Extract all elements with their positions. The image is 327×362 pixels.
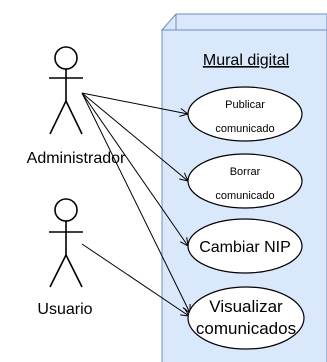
association-admin-borrar[interactable]: [81, 92, 188, 181]
actor-label-administrador: Administrador: [27, 150, 126, 167]
actor-administrador[interactable]: Administrador: [27, 46, 126, 167]
use-case-ellipse: [187, 86, 303, 142]
use-case-ellipse: [187, 218, 303, 274]
actor-label-usuario: Usuario: [37, 301, 92, 318]
use-case-cambiar-nip[interactable]: Cambiar NIP: [187, 218, 303, 274]
use-case-label-line1: Borrar: [230, 166, 261, 178]
system-boundary-top-face: [160, 13, 327, 31]
association-admin-visualizar[interactable]: [81, 92, 190, 313]
actor-usuario[interactable]: Usuario: [37, 198, 93, 318]
use-case-ellipse: [187, 286, 305, 350]
actor-left-leg: [49, 254, 67, 288]
use-case-label-line1: Visualizar: [209, 297, 283, 316]
actor-left-leg: [49, 100, 67, 135]
use-case-visualizar-comunicados[interactable]: Visualizar comunicados: [187, 286, 305, 350]
use-case-ellipse: [187, 153, 303, 209]
actor-right-leg: [65, 100, 83, 135]
actor-head: [54, 198, 78, 222]
associations: [81, 92, 190, 316]
use-case-borrar-comunicado[interactable]: Borrar comunicado: [187, 153, 303, 209]
use-case-label-line2: comunicados: [196, 319, 296, 338]
use-case-label-line2: comunicado: [215, 190, 274, 202]
use-case-label-line1: Publicar: [225, 99, 265, 111]
association-admin-cambiar-nip[interactable]: [81, 92, 188, 246]
system-title: Mural digital: [203, 52, 289, 69]
actor-head: [54, 46, 78, 70]
use-case-label-line2: comunicado: [215, 123, 274, 135]
use-case-publicar-comunicado[interactable]: Publicar comunicado: [187, 86, 303, 142]
association-user-visualizar[interactable]: [81, 243, 189, 316]
actor-right-leg: [65, 254, 83, 288]
use-case-label: Cambiar NIP: [199, 239, 291, 256]
association-admin-publicar[interactable]: [81, 92, 188, 114]
